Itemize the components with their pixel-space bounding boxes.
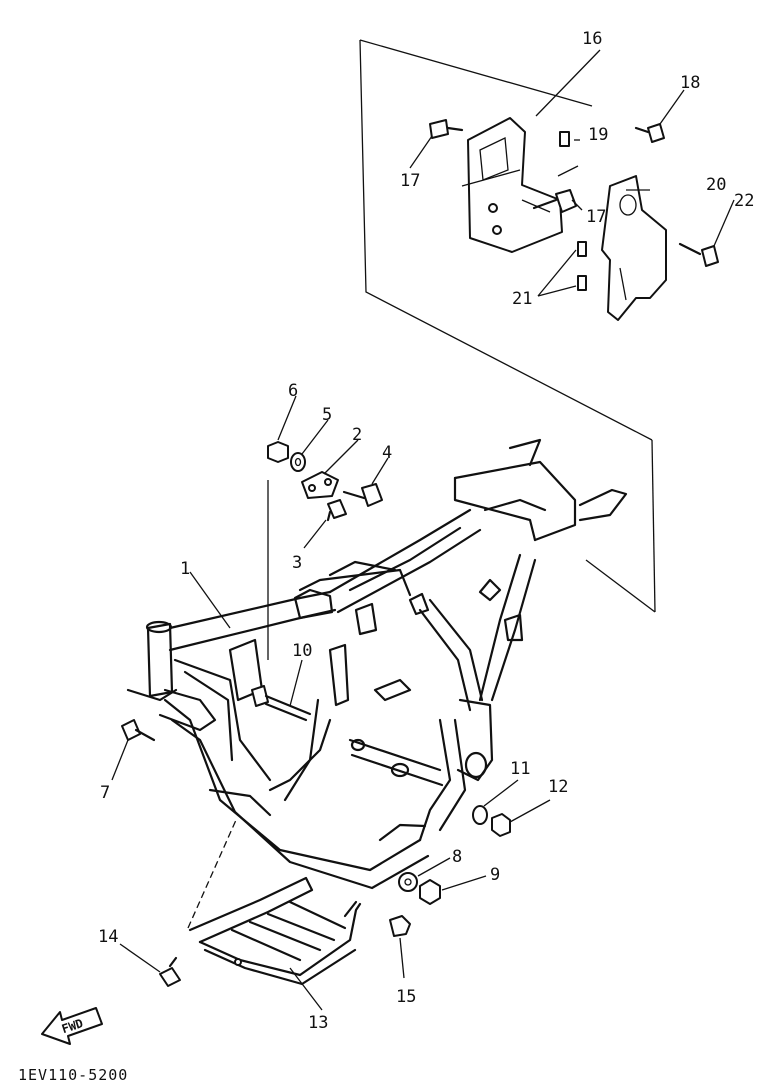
skid-plate-dash-line — [187, 819, 237, 929]
fwd-label: FWD — [60, 1016, 85, 1036]
part-4-bolt[interactable] — [342, 483, 383, 507]
part-21-clips[interactable] — [577, 241, 587, 291]
part-13-skid-plate[interactable] — [188, 876, 362, 986]
callout-17-right: 17 — [586, 207, 606, 227]
part-5-washer[interactable] — [290, 452, 306, 472]
callout-labels: 1 2 3 4 5 6 7 8 9 10 11 12 13 14 15 16 1… — [98, 29, 754, 1033]
part-17-bolt-left[interactable] — [429, 119, 464, 139]
part-6-nut[interactable] — [267, 441, 289, 463]
callout-18: 18 — [680, 73, 700, 93]
callout-15: 15 — [396, 987, 416, 1007]
part-1-frame[interactable] — [126, 438, 628, 890]
callout-5: 5 — [322, 405, 332, 425]
part-12-nut[interactable] — [491, 813, 511, 837]
callout-13: 13 — [308, 1013, 328, 1033]
callout-20: 20 — [706, 175, 726, 195]
callout-4: 4 — [382, 443, 392, 463]
part-2-bracket[interactable] — [301, 471, 339, 499]
part-3-bolt[interactable] — [326, 499, 347, 522]
part-17-bolt-right[interactable] — [532, 189, 577, 213]
callout-8: 8 — [452, 847, 462, 867]
part-20-plate[interactable] — [601, 175, 667, 321]
part-7-bolt[interactable] — [121, 719, 156, 742]
bracket-assembly-outline — [267, 39, 656, 660]
part-22-bolt[interactable] — [678, 242, 719, 267]
part-10-bolt[interactable] — [251, 685, 312, 722]
callout-19: 19 — [588, 125, 608, 145]
callout-3: 3 — [292, 553, 302, 573]
callout-12: 12 — [548, 777, 568, 797]
callout-9: 9 — [490, 865, 500, 885]
callout-6: 6 — [288, 381, 298, 401]
part-15-nut[interactable] — [389, 915, 411, 937]
callout-17-left: 17 — [400, 171, 420, 191]
part-9-nut[interactable] — [419, 879, 441, 905]
leader-lines — [111, 49, 735, 1011]
callout-10: 10 — [292, 641, 312, 661]
diagram-id-code: 1EV110-5200 — [18, 1066, 128, 1084]
callout-16: 16 — [582, 29, 602, 49]
callout-21: 21 — [512, 289, 532, 309]
callout-14: 14 — [98, 927, 118, 947]
callout-11: 11 — [510, 759, 530, 779]
part-14-bolt[interactable] — [159, 956, 181, 987]
part-11-washer[interactable] — [472, 805, 488, 825]
part-18-bolt[interactable] — [634, 123, 665, 143]
part-8-washer[interactable] — [398, 872, 418, 892]
callout-2: 2 — [352, 425, 362, 445]
callout-22: 22 — [734, 191, 754, 211]
callout-7: 7 — [100, 783, 110, 803]
part-19-clip[interactable] — [559, 131, 570, 147]
fwd-arrow: FWD — [41, 1007, 103, 1045]
callout-1: 1 — [180, 559, 190, 579]
part-16-bracket[interactable] — [461, 117, 563, 253]
